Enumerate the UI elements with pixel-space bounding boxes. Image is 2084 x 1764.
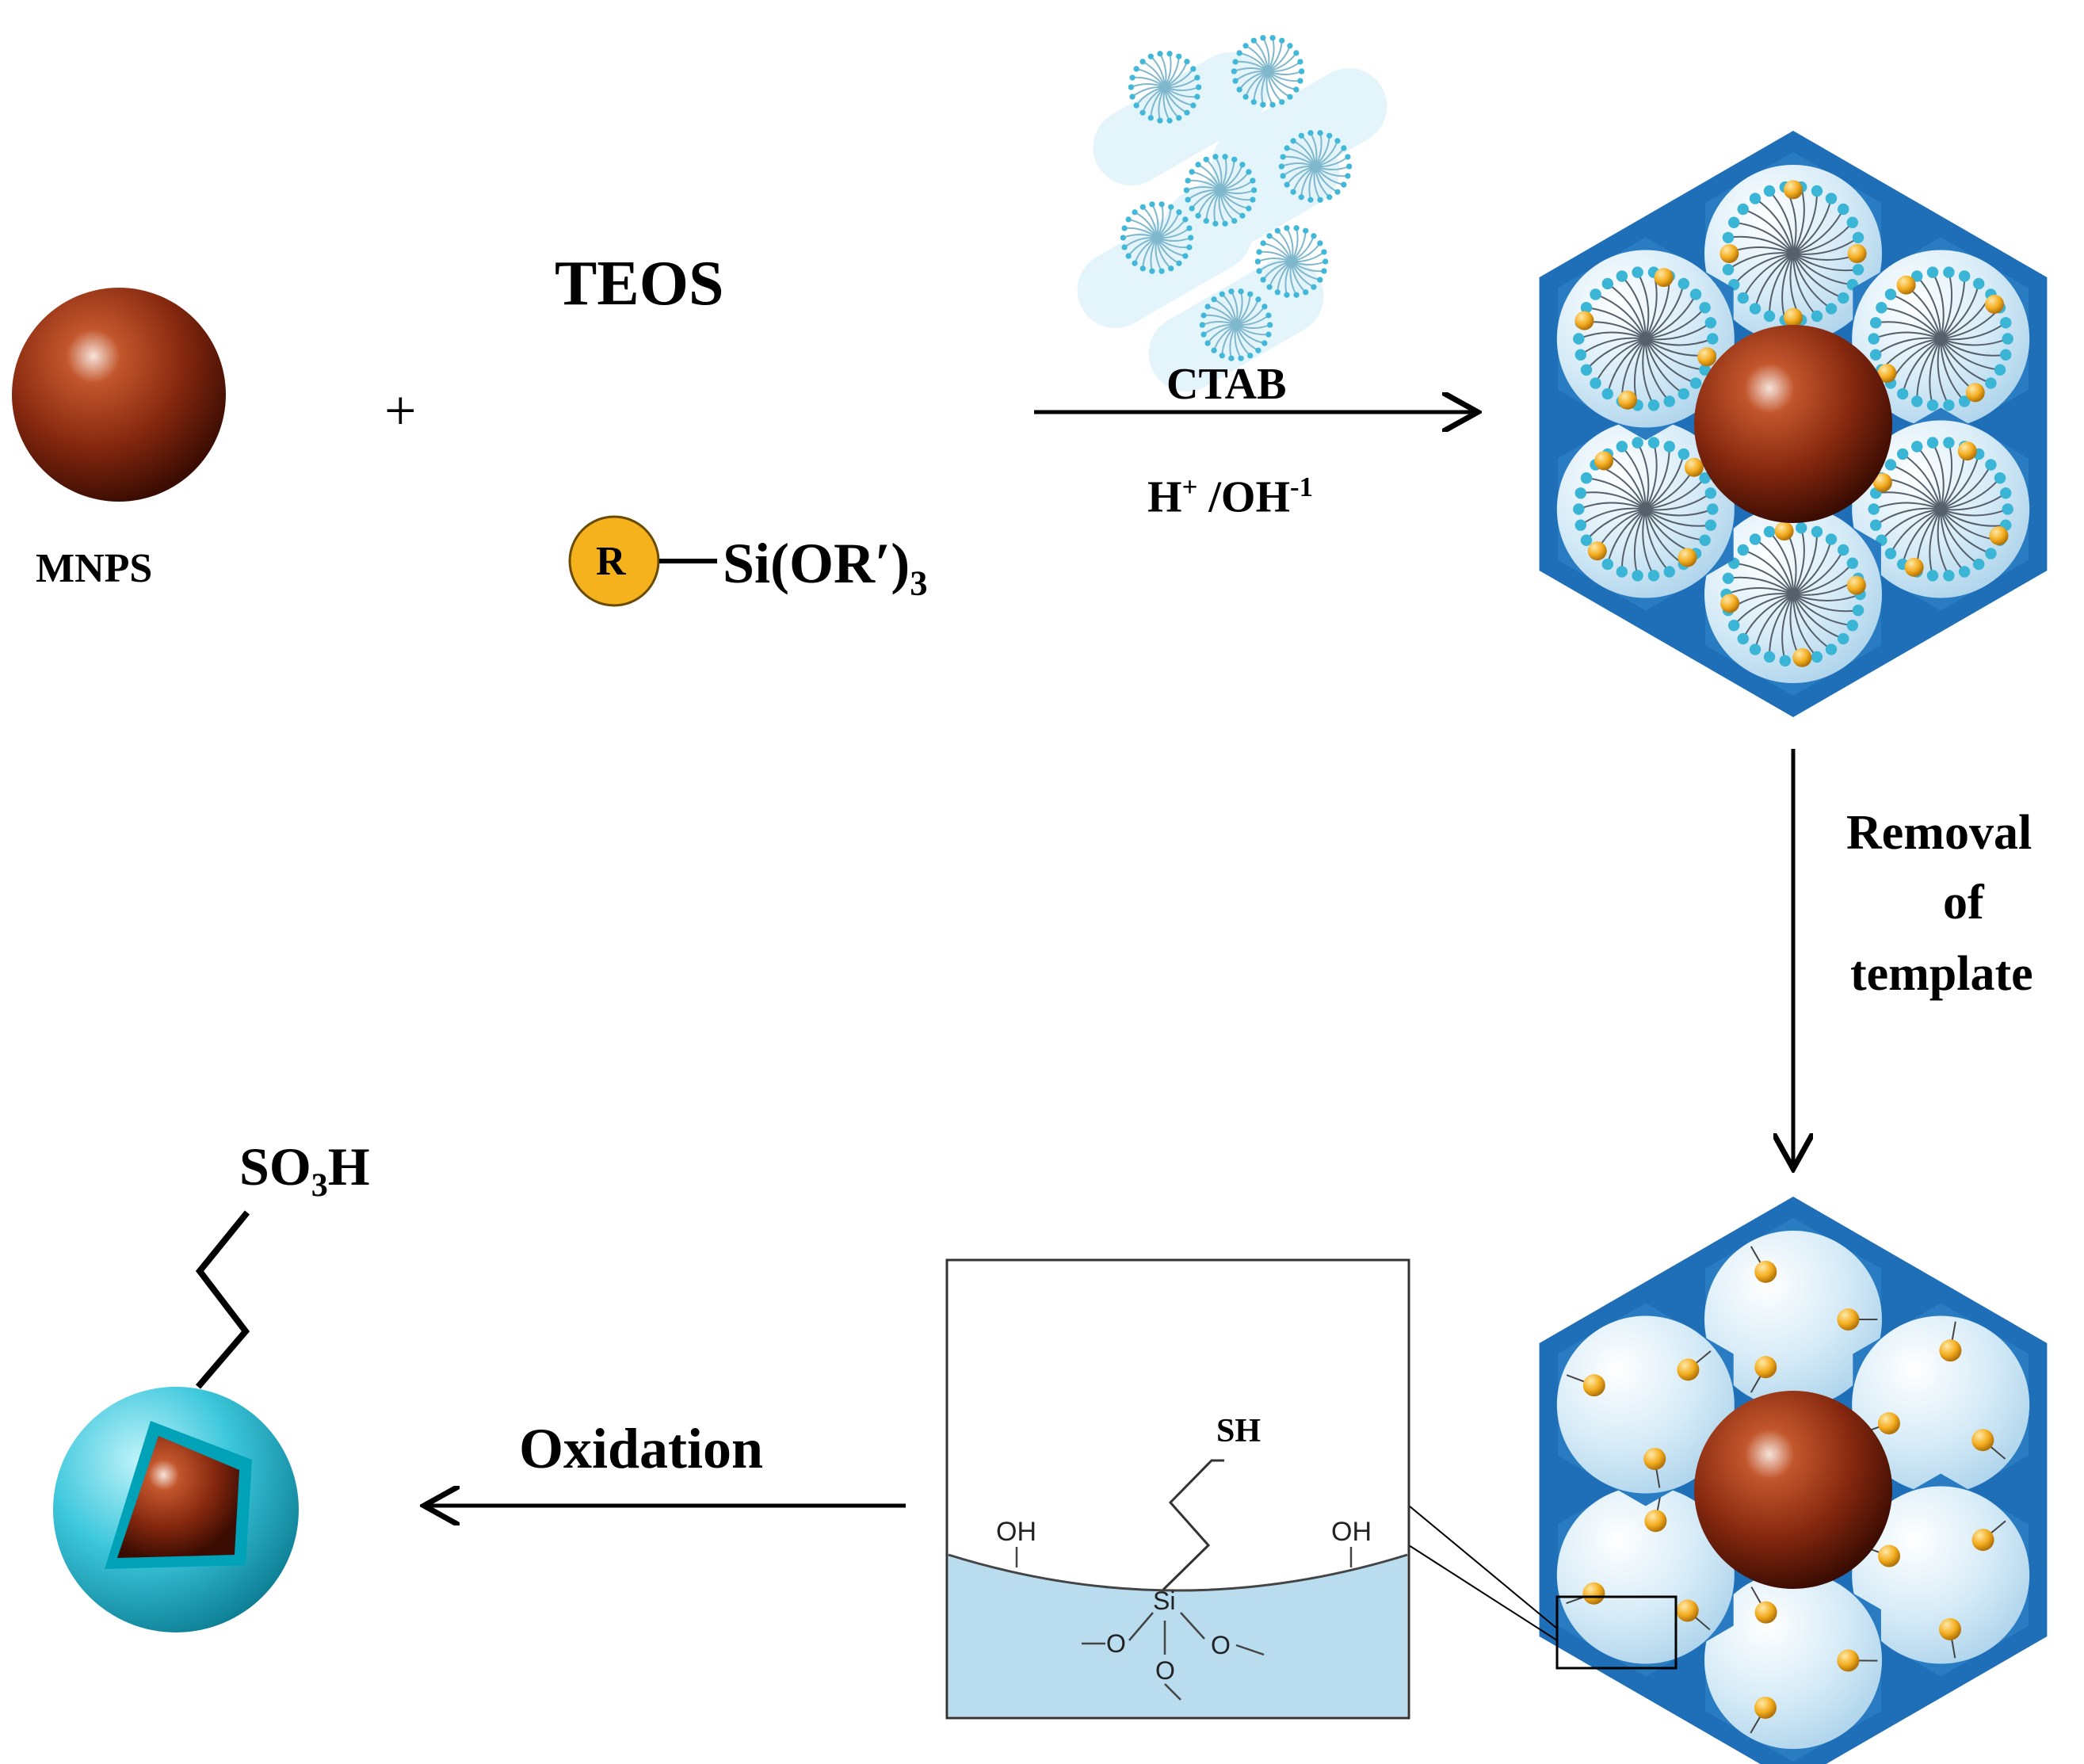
functional-group xyxy=(1872,472,1892,492)
inset-surface-panel xyxy=(945,1258,1410,1720)
mesopore xyxy=(1704,1571,1882,1749)
functional-group xyxy=(1617,390,1637,410)
callout-line xyxy=(1408,1544,1558,1641)
silane-text: Si(OR′) xyxy=(723,532,910,595)
surfactant-micelle xyxy=(1183,154,1258,227)
core-nanoparticle xyxy=(1694,325,1892,523)
inset-o-left: O xyxy=(1106,1629,1126,1658)
functional-group xyxy=(1938,1617,1961,1640)
mnps-sphere xyxy=(12,288,226,502)
so3h-end: H xyxy=(327,1136,370,1197)
teos-label: TEOS xyxy=(555,249,724,319)
sulfonic-chain xyxy=(195,1210,250,1389)
inset-oh-right: OH xyxy=(1331,1517,1372,1547)
ph-h: H xyxy=(1147,472,1182,522)
functional-group xyxy=(1582,1374,1605,1397)
so3h-label: SO3H xyxy=(239,1140,370,1203)
so3h-subscript: 3 xyxy=(311,1166,328,1205)
functional-group xyxy=(1878,1544,1901,1567)
functional-group xyxy=(1837,1649,1860,1672)
inset-oh-left: OH xyxy=(996,1517,1036,1547)
functional-group xyxy=(1720,594,1740,613)
surfactant-micelle xyxy=(1199,288,1273,361)
r-group-label: R xyxy=(596,539,626,584)
surfactant-micelle xyxy=(1278,130,1353,203)
functionalized-framework xyxy=(1539,1197,2048,1764)
removal-label-line1: Removal xyxy=(1846,806,2032,860)
surfactant-micelle xyxy=(1720,181,1866,326)
so3h-main: SO xyxy=(239,1136,311,1197)
functional-group xyxy=(1792,647,1812,667)
removal-label-line3: template xyxy=(1850,947,2033,1001)
functional-group xyxy=(1837,1308,1860,1331)
functional-group xyxy=(1896,275,1916,295)
surfactant-micelle xyxy=(1254,225,1329,298)
silane-subscript: 3 xyxy=(910,563,928,603)
functional-group xyxy=(1644,1510,1667,1533)
functional-group xyxy=(1774,521,1794,541)
templated-framework xyxy=(1539,131,2048,717)
mnps-label: MNPS xyxy=(36,546,153,591)
surfactant-micelle xyxy=(1120,201,1194,274)
functional-group xyxy=(1877,364,1897,384)
functional-group xyxy=(1784,307,1803,327)
functional-group xyxy=(1985,294,2005,314)
functional-group xyxy=(1971,1529,1994,1552)
r-group-circle xyxy=(568,515,660,607)
functional-group xyxy=(1697,347,1717,367)
callout-line xyxy=(1408,1505,1558,1629)
functional-group xyxy=(1582,1582,1605,1605)
functional-group xyxy=(1971,1429,1994,1452)
ph-h-sup: + xyxy=(1181,472,1198,502)
core-nanoparticle xyxy=(1694,1391,1892,1589)
zoom-box xyxy=(1555,1595,1678,1670)
mesopore xyxy=(1704,1231,1882,1408)
core-shell-particle xyxy=(53,1210,299,1632)
ctab-label: CTAB xyxy=(1166,360,1287,409)
functional-group xyxy=(1587,541,1607,561)
functional-group xyxy=(1846,575,1866,595)
functional-group xyxy=(1574,311,1594,330)
surfactant-micelle xyxy=(1231,35,1305,108)
silane-label: Si(OR′)3 xyxy=(723,535,928,601)
functional-group xyxy=(1847,244,1867,263)
functional-group xyxy=(1654,268,1674,288)
inset-sh-label: SH xyxy=(1216,1413,1261,1449)
functional-group xyxy=(1754,1601,1777,1624)
functional-group xyxy=(1678,548,1697,567)
ph-condition-label: H+ /OH-1 xyxy=(1147,472,1313,522)
oxidation-label: Oxidation xyxy=(519,1417,764,1480)
ph-oh: /OH xyxy=(1197,472,1291,522)
functional-group xyxy=(1677,1358,1700,1381)
removal-label-line2: of xyxy=(1943,876,1984,930)
functional-group xyxy=(1754,1696,1777,1719)
functional-group xyxy=(1965,383,1985,403)
functional-group xyxy=(1676,1599,1699,1622)
surfactant-micelle xyxy=(1868,437,2013,582)
surfactant-micelle xyxy=(1128,51,1202,124)
functional-group xyxy=(1719,244,1739,263)
functional-group xyxy=(1904,557,1924,577)
ctab-micelle-cluster xyxy=(1077,35,1387,391)
inset-o-right: O xyxy=(1211,1631,1231,1659)
plus-sign: + xyxy=(384,379,417,442)
functional-group xyxy=(1754,1356,1777,1379)
inset-o-bottom: O xyxy=(1155,1656,1175,1685)
functional-group xyxy=(1784,180,1803,200)
inset-si-label: Si xyxy=(1153,1586,1176,1615)
functional-group xyxy=(1643,1447,1666,1470)
functional-group xyxy=(1594,451,1614,471)
functional-group xyxy=(1877,1412,1900,1435)
functional-group xyxy=(1989,526,2009,546)
ph-oh-sup: -1 xyxy=(1290,472,1313,502)
functional-group xyxy=(1754,1260,1777,1283)
functional-group xyxy=(1939,1339,1962,1362)
functional-group xyxy=(1684,457,1704,477)
functional-group xyxy=(1957,441,1977,461)
